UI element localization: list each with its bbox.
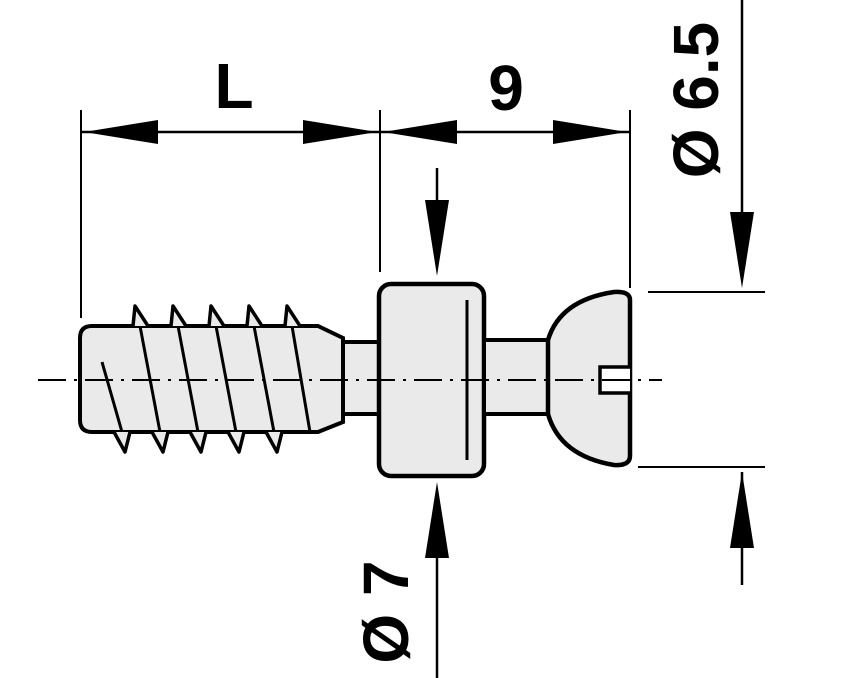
connector-bolt [78, 281, 633, 479]
arrowhead-down-icon [730, 212, 754, 288]
arrowhead-right-icon [553, 120, 627, 144]
dimension-collar-diameter: Ø 7 [350, 168, 449, 678]
collar-diameter-label: Ø 7 [350, 560, 422, 663]
extension-lines [80, 110, 765, 468]
dimension-head-diameter: Ø 6.5 [660, 0, 754, 585]
collar-length-label: 9 [488, 52, 524, 124]
arrowhead-down-icon [425, 200, 449, 276]
arrowhead-left-icon [383, 120, 457, 144]
dimension-collar-length: 9 [380, 52, 630, 144]
arrowhead-left-icon [84, 120, 158, 144]
thread-crests [112, 304, 302, 454]
arrowhead-right-icon [303, 120, 377, 144]
length-label: L [214, 50, 253, 122]
slotted-head [545, 289, 633, 468]
dimension-length: L [81, 50, 380, 144]
thread-neck [341, 340, 383, 416]
arrowhead-up-icon [730, 472, 754, 548]
head-shank [482, 338, 550, 416]
threaded-shank [78, 304, 345, 454]
arrowhead-up-icon [425, 482, 449, 558]
head-diameter-label: Ø 6.5 [660, 22, 732, 179]
